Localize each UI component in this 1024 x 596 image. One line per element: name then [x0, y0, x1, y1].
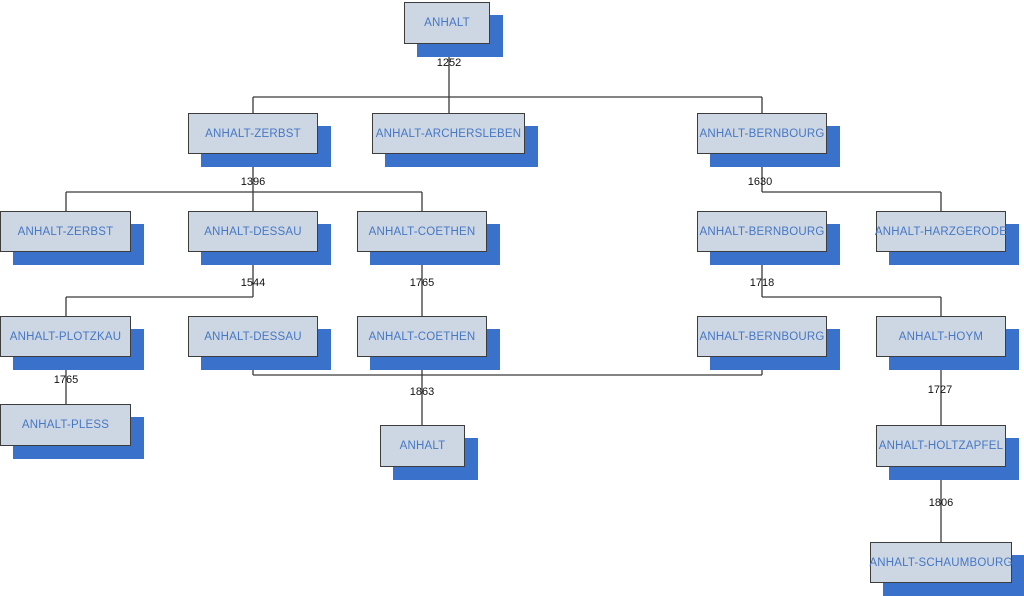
node-anhalt-bernbourg-3: ANHALT-BERNBOURG	[697, 316, 827, 357]
node-anhalt-pless: ANHALT-PLESS	[0, 404, 131, 446]
node-anhalt-merged: ANHALT	[380, 425, 465, 467]
node-anhalt-dessau-1: ANHALT-DESSAU	[188, 211, 318, 252]
edge-year-label-1252: 1252	[436, 57, 462, 69]
edge-year-label-1396: 1396	[240, 176, 266, 188]
edge-bernbourg-1630	[761, 153, 942, 211]
node-anhalt-holtzapfel: ANHALT-HOLTZAPFEL	[876, 425, 1006, 467]
edge-year-label-1544: 1544	[240, 277, 266, 289]
edge-year-label-1806: 1806	[928, 497, 954, 509]
node-anhalt-coethen-2: ANHALT-COETHEN	[357, 316, 487, 357]
node-anhalt-plotzkau: ANHALT-PLOTZKAU	[0, 316, 131, 357]
edge-anhalt-1252	[252, 44, 763, 113]
edge-year-label-1765-pless: 1765	[53, 374, 79, 386]
edge-bernbourg-1718	[761, 252, 942, 316]
node-anhalt-zerbst-2: ANHALT-ZERBST	[0, 211, 131, 252]
edge-year-label-1863: 1863	[409, 386, 435, 398]
edge-dessau-1544	[65, 252, 254, 316]
node-anhalt-dessau-2: ANHALT-DESSAU	[188, 316, 318, 357]
node-anhalt-root: ANHALT	[404, 2, 490, 44]
node-anhalt-zerbst-1: ANHALT-ZERBST	[188, 113, 318, 154]
edge-year-label-1765-coethen: 1765	[409, 277, 435, 289]
edge-year-label-1630: 1630	[747, 176, 773, 188]
edge-merge-1863	[252, 357, 763, 425]
edge-year-label-1718: 1718	[749, 277, 775, 289]
node-anhalt-bernbourg-2: ANHALT-BERNBOURG	[697, 211, 827, 252]
node-anhalt-coethen-1: ANHALT-COETHEN	[357, 211, 487, 252]
edge-zerbst-1396	[65, 153, 423, 211]
node-anhalt-bernbourg-1: ANHALT-BERNBOURG	[697, 113, 827, 154]
edge-year-label-1727: 1727	[927, 384, 953, 396]
node-anhalt-hoym: ANHALT-HOYM	[876, 316, 1006, 357]
node-anhalt-schaumbourg: ANHALT-SCHAUMBOURG	[869, 542, 1012, 583]
node-anhalt-harzgerode: ANHALT-HARZGERODE	[875, 211, 1007, 252]
node-anhalt-archersleben: ANHALT-ARCHERSLEBEN	[372, 113, 525, 154]
